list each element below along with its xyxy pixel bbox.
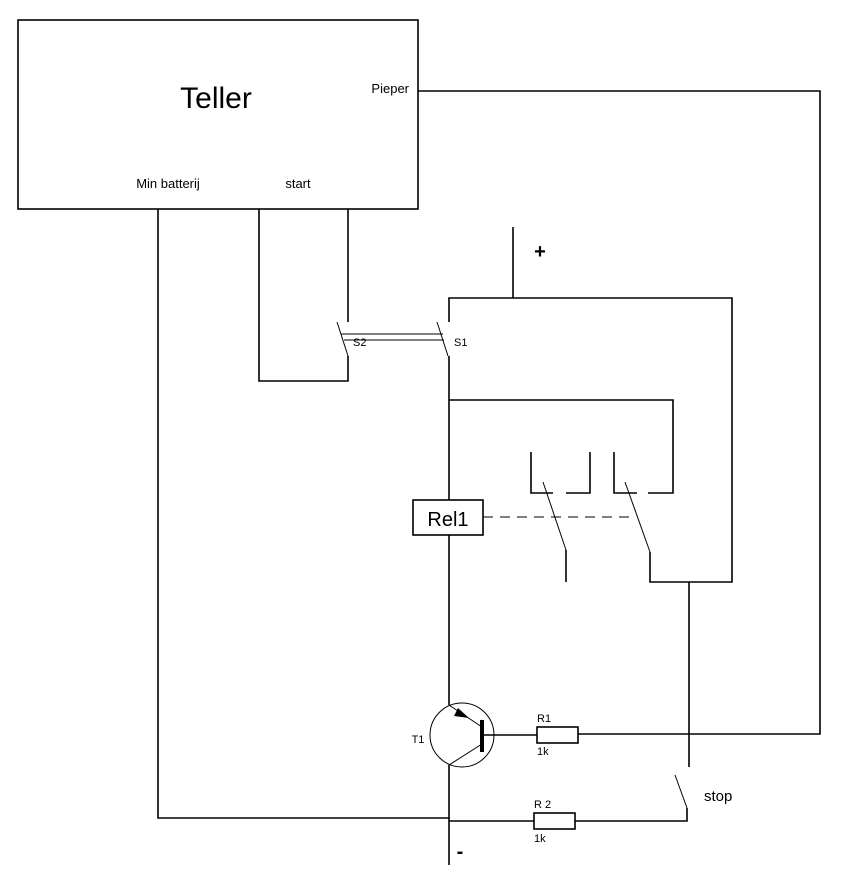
switch-s1-blade <box>436 321 449 357</box>
counter-title: Teller <box>180 82 252 115</box>
negative-terminal-label: - <box>457 841 464 863</box>
resistor-r2 <box>533 812 576 830</box>
resistor-r1-label: R1 <box>537 713 551 725</box>
resistor-r1-value: 1k <box>537 746 549 758</box>
counter-block <box>17 19 419 210</box>
switch-s2-blade <box>336 321 349 357</box>
resistor-r1 <box>536 726 579 744</box>
positive-terminal-label: + <box>534 241 546 263</box>
port-label-min-batterij: Min batterij <box>136 176 200 191</box>
wire-min-batterij <box>157 209 450 819</box>
resistor-r2-label: R 2 <box>534 799 551 811</box>
relay-contact-2-blade <box>624 481 651 553</box>
relay-contact-1-blade <box>542 481 567 551</box>
wire-positive-rail <box>448 297 733 583</box>
wire-start-a <box>258 209 349 382</box>
wire-holding-loop <box>449 399 674 494</box>
port-label-start: start <box>285 176 311 191</box>
relay-contact-1-right <box>566 452 591 494</box>
port-label-pieper: Pieper <box>371 81 409 96</box>
transistor-t1-label: T1 <box>412 734 425 746</box>
transistor-t1-collector <box>448 743 483 766</box>
switch-s2-label: S2 <box>353 337 366 349</box>
relay-label: Rel1 <box>427 509 468 531</box>
switch-stop-blade <box>674 774 688 809</box>
switch-s1-label: S1 <box>454 337 467 349</box>
switch-stop-label: stop <box>704 788 732 805</box>
relay-contact-1-left <box>530 452 553 494</box>
relay-contact-2-left <box>613 452 637 494</box>
wire-pieper <box>418 90 821 735</box>
resistor-r2-value: 1k <box>534 833 546 845</box>
wire-stop-to-r2 <box>575 808 688 822</box>
transistor-t1-emitter-arrow <box>454 708 469 718</box>
